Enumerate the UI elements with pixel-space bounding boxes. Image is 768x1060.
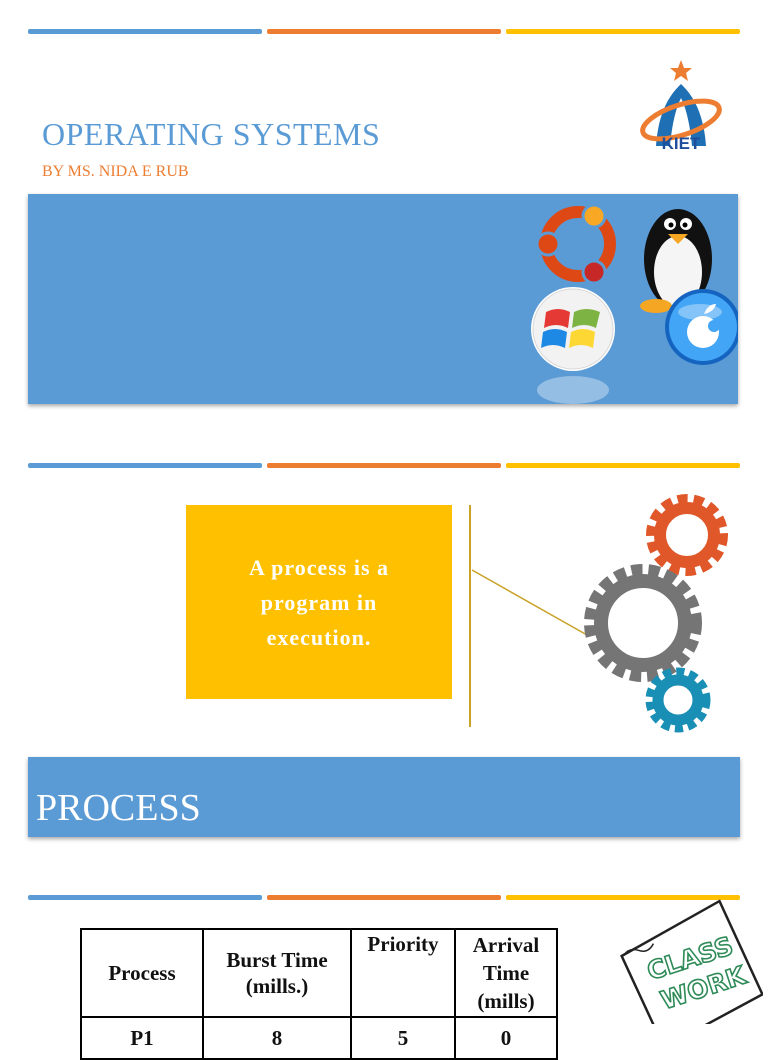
header-arrival-time: Arrival Time (mills) (454, 928, 558, 1018)
process-heading: PROCESS (36, 787, 201, 829)
slide-title: OPERATING SYSTEMS (42, 116, 381, 152)
process-heading-bar (28, 757, 740, 837)
header-process: Process (80, 928, 204, 1018)
cell-process: P1 (80, 1016, 204, 1060)
accent-bar-gold (506, 463, 740, 468)
logo-star-icon (670, 60, 692, 81)
orange-gear-icon (646, 494, 728, 576)
windows-icon (531, 287, 615, 404)
accent-bar-orange (267, 463, 501, 468)
definition-text: A process is a program in execution. (248, 554, 390, 650)
cell-arrival-time: 0 (454, 1016, 558, 1060)
teal-gear-icon (645, 667, 711, 733)
accent-bar-orange (267, 895, 501, 900)
linux-tux-icon (640, 209, 716, 313)
table-row: P1 8 5 0 (80, 1016, 558, 1060)
gears-graphic (471, 494, 728, 733)
divider-line (469, 505, 471, 727)
definition-box: A process is a program in execution. (186, 505, 452, 699)
accent-bar-orange (267, 29, 501, 34)
kiet-logo: KIET (636, 58, 726, 154)
gray-gear-icon (584, 564, 702, 682)
accent-bar-blue (28, 29, 262, 34)
apple-icon (665, 289, 738, 365)
os-banner (28, 194, 738, 404)
connector-line (471, 569, 588, 636)
classwork-sticker: CLASS WORK (620, 899, 763, 1024)
accent-bar-gold (506, 29, 740, 34)
accent-bar-blue (28, 895, 262, 900)
process-table: Process Burst Time (mills.) Priority Arr… (80, 928, 558, 1060)
logo-text: KIET (662, 134, 701, 153)
accent-bar-gold (506, 895, 740, 900)
cell-priority: 5 (350, 1016, 456, 1060)
slide-subtitle: BY MS. NIDA E RUB (42, 163, 189, 180)
header-priority: Priority (350, 928, 456, 1018)
cell-burst-time: 8 (202, 1016, 352, 1060)
ubuntu-icon (535, 203, 616, 285)
table-header-row: Process Burst Time (mills.) Priority Arr… (80, 928, 558, 1018)
accent-bar-blue (28, 463, 262, 468)
header-burst-time: Burst Time (mills.) (202, 928, 352, 1018)
